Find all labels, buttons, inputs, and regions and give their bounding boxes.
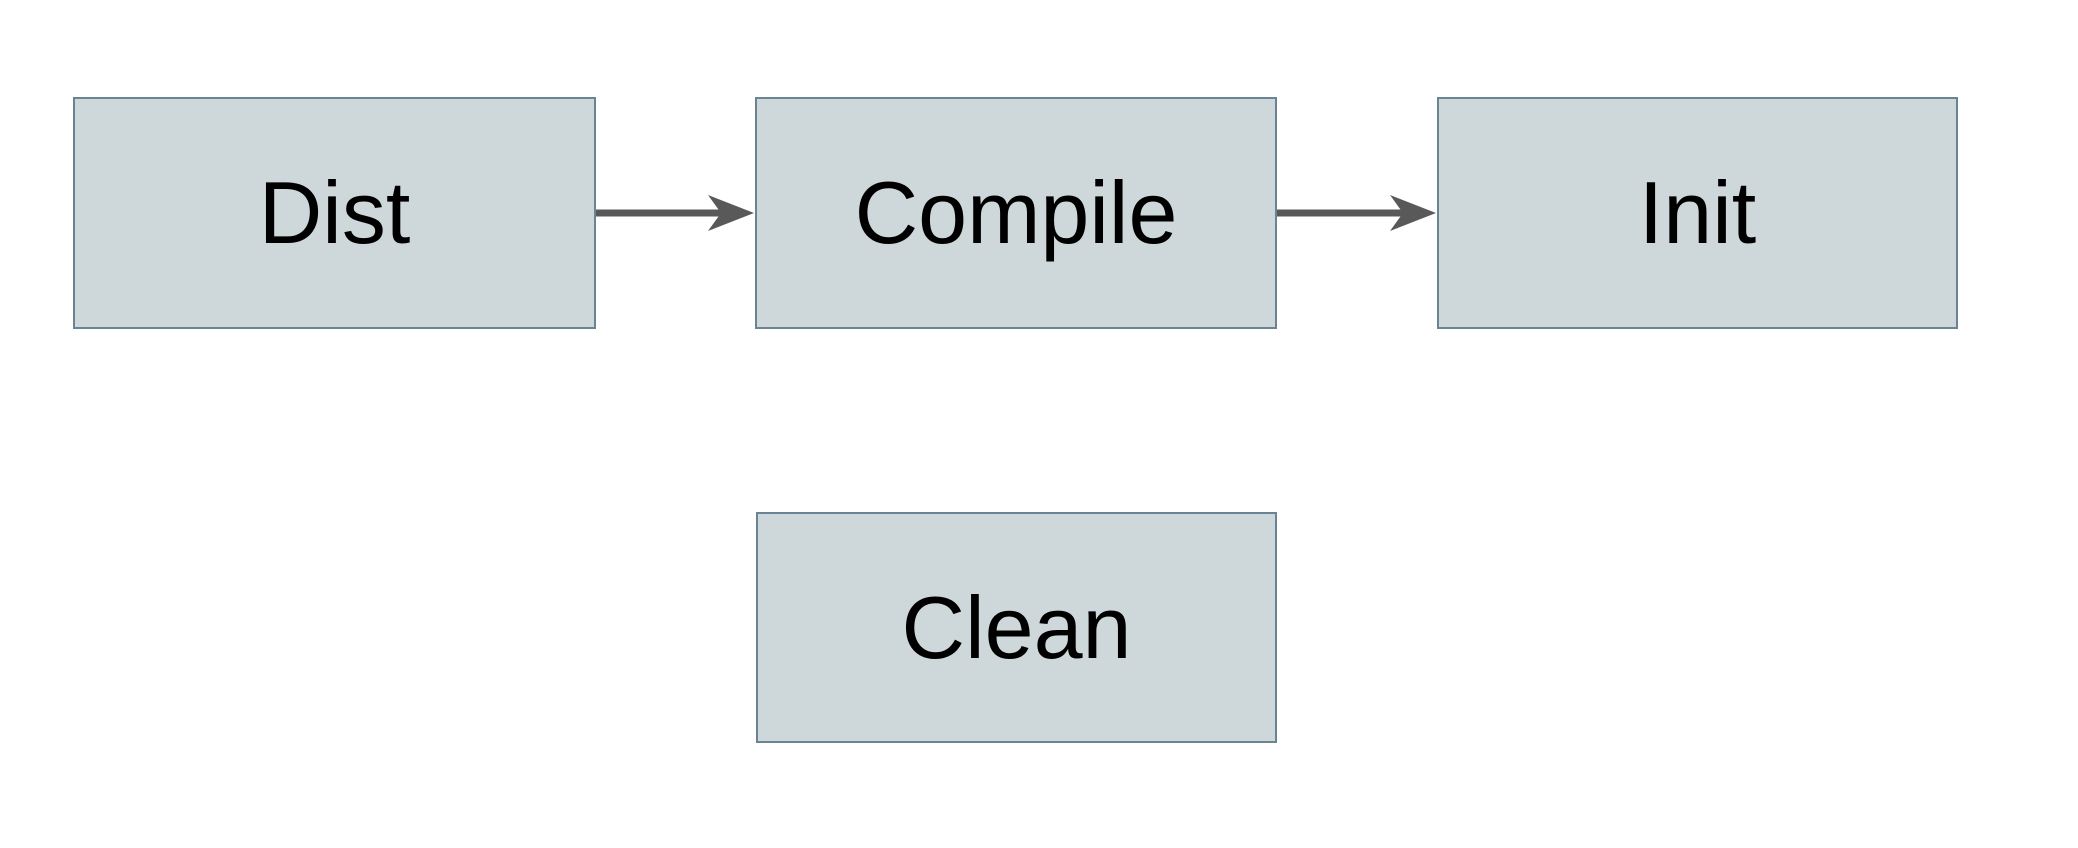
node-compile[interactable]: Compile [755, 97, 1277, 329]
node-clean-label: Clean [901, 577, 1132, 677]
node-dist-label: Dist [258, 163, 411, 262]
node-dist[interactable]: Dist [73, 97, 596, 329]
node-init-label: Init [1638, 163, 1757, 262]
node-init[interactable]: Init [1437, 97, 1958, 329]
arrow-compile-to-init [1277, 195, 1436, 231]
node-clean[interactable]: Clean [756, 512, 1277, 743]
arrowhead-right-icon [1390, 195, 1436, 231]
arrow-dist-to-compile [596, 195, 754, 231]
node-compile-label: Compile [854, 163, 1178, 262]
arrowhead-right-icon [708, 195, 754, 231]
